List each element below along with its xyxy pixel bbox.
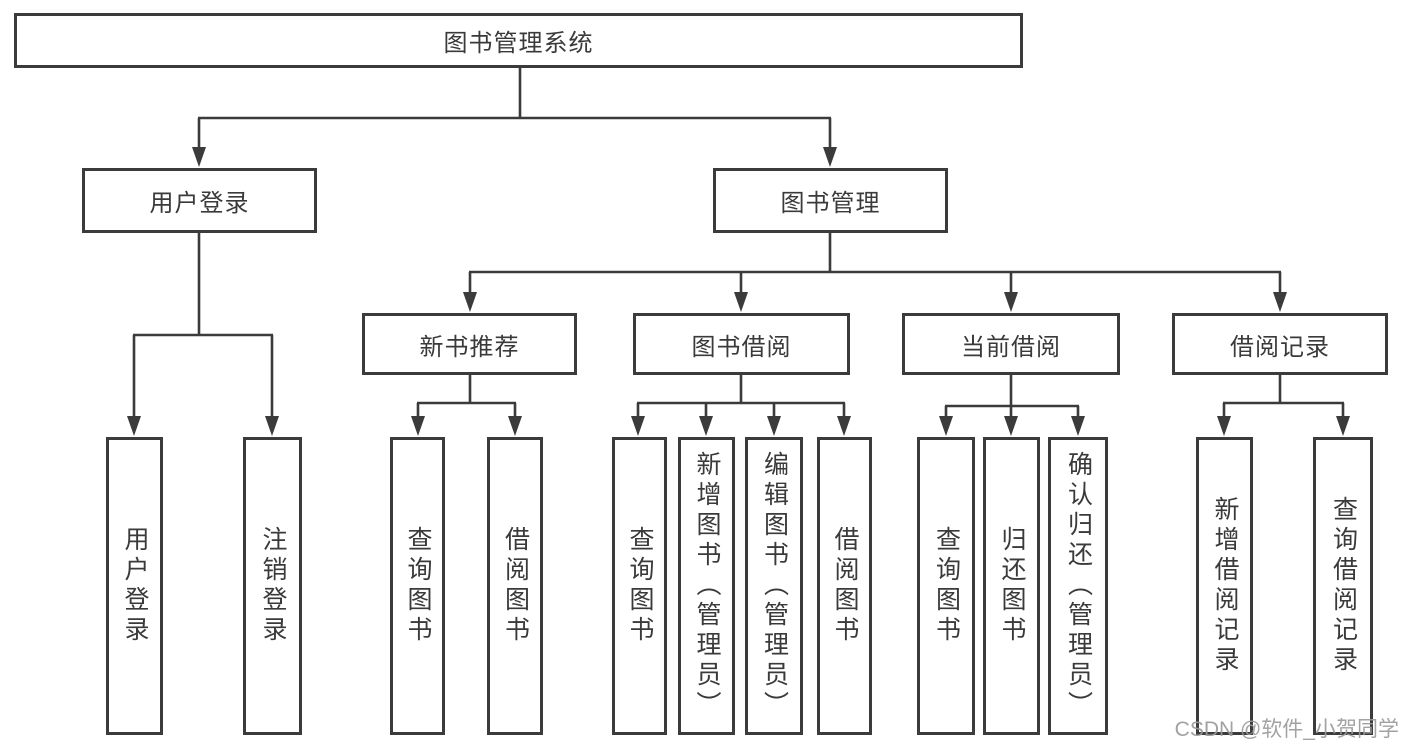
leaf-add-borrow-record: 新增借阅记录 bbox=[1196, 437, 1253, 735]
node-current-borrowing: 当前借阅 bbox=[902, 313, 1120, 375]
leaf-borrow-books-recommend: 借阅图书 bbox=[487, 437, 543, 735]
node-label: 图书管理 bbox=[780, 190, 881, 217]
leaf-label: 新增图书（管理员） bbox=[693, 451, 721, 721]
node-label: 图书借阅 bbox=[691, 333, 792, 361]
leaf-label: 查询图书 bbox=[404, 526, 432, 646]
leaf-label: 新增借阅记录 bbox=[1211, 496, 1239, 676]
leaf-logout: 注销登录 bbox=[243, 437, 302, 735]
node-user-login: 用户登录 bbox=[82, 168, 317, 233]
node-new-book-recommend: 新书推荐 bbox=[362, 313, 577, 375]
node-label: 用户登录 bbox=[149, 190, 250, 217]
leaf-label: 查询图书 bbox=[932, 526, 961, 646]
node-label: 借阅记录 bbox=[1230, 333, 1330, 361]
leaf-confirm-return-admin: 确认归还（管理员） bbox=[1048, 437, 1108, 735]
leaf-label: 注销登录 bbox=[259, 526, 287, 646]
leaf-label: 编辑图书（管理员） bbox=[760, 451, 789, 721]
leaf-label: 查询借阅记录 bbox=[1329, 496, 1358, 676]
leaf-query-borrow-record: 查询借阅记录 bbox=[1313, 437, 1373, 735]
leaf-label: 用户登录 bbox=[121, 526, 149, 646]
leaf-query-books-recommend: 查询图书 bbox=[390, 437, 445, 735]
leaf-borrow-books-borrowing: 借阅图书 bbox=[817, 437, 872, 735]
leaf-label: 借阅图书 bbox=[501, 526, 530, 646]
leaf-add-book-admin: 新增图书（管理员） bbox=[678, 437, 735, 735]
node-label: 图书管理系统 bbox=[443, 30, 594, 57]
leaf-return-book: 归还图书 bbox=[983, 437, 1040, 735]
node-book-borrowing: 图书借阅 bbox=[633, 313, 850, 375]
leaf-query-books-borrowing: 查询图书 bbox=[612, 437, 667, 735]
node-book-management: 图书管理 bbox=[713, 168, 948, 233]
leaf-label: 查询图书 bbox=[626, 526, 654, 646]
node-root-library-system: 图书管理系统 bbox=[14, 13, 1023, 68]
leaf-label: 确认归还（管理员） bbox=[1064, 451, 1093, 721]
leaf-label: 归还图书 bbox=[998, 526, 1026, 646]
leaf-edit-book-admin: 编辑图书（管理员） bbox=[745, 437, 803, 735]
watermark-text: CSDN @软件_小贺同学 bbox=[1174, 718, 1399, 741]
node-borrowing-records: 借阅记录 bbox=[1172, 313, 1388, 375]
node-label: 当前借阅 bbox=[961, 333, 1061, 361]
node-label: 新书推荐 bbox=[419, 333, 520, 361]
leaf-label: 借阅图书 bbox=[831, 526, 859, 646]
leaf-query-books-current: 查询图书 bbox=[917, 437, 975, 735]
leaf-user-login: 用户登录 bbox=[106, 437, 163, 735]
